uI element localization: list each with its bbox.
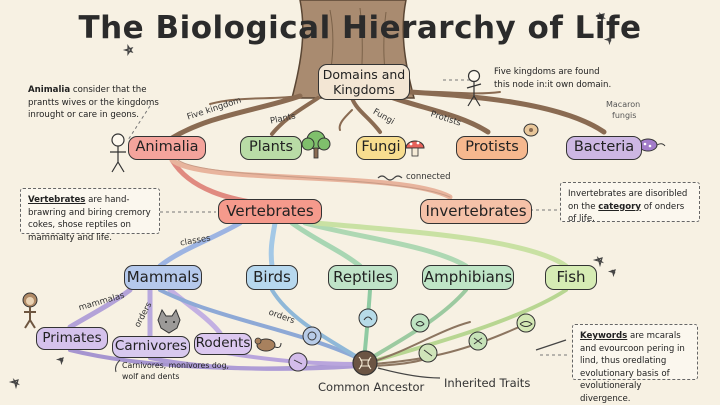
note-vertebrates: Vertebrates are hand-brawring and biring… xyxy=(20,188,160,243)
class-fish: Fish xyxy=(545,265,597,290)
inherited-traits-label: Inherited Traits xyxy=(444,376,531,390)
note-invertebrates-bold: category xyxy=(598,201,642,212)
root-line1: Domains and xyxy=(322,67,406,82)
tree-icon xyxy=(301,130,331,159)
page-title: The Biological Hierarchy of Life xyxy=(78,10,642,46)
kingdom-protists: Protists xyxy=(456,136,528,160)
note-vertebrates-text: are hand-brawring and biring cremory cok… xyxy=(28,195,151,243)
note-carnivores-text: Carnivores, monivores dog, wolf and dent… xyxy=(122,361,230,381)
note-vertebrates-bold: Vertebrates xyxy=(28,195,86,205)
monkey-icon xyxy=(22,292,38,329)
rodent-icon xyxy=(254,337,282,352)
note-invertebrates-pre: Invertebrates are disoribled on the xyxy=(568,189,688,212)
protist-icon xyxy=(523,123,539,137)
note-invertebrates-post: of onders of life. xyxy=(568,201,685,225)
kingdom-plants: Plants xyxy=(240,136,302,160)
label-macaron: Macaron xyxy=(606,100,641,109)
wolf-icon xyxy=(157,308,181,334)
kingdom-bacteria: Bacteria xyxy=(566,136,642,160)
note-kingdoms: Five kingdoms are found this node in:it … xyxy=(494,66,612,98)
note-animalia: Animalia consider that the prantts wives… xyxy=(28,84,162,124)
note-keywords-bold: Keywords xyxy=(580,331,628,341)
stick-figure-left-icon xyxy=(110,133,126,173)
stick-figure-right-icon xyxy=(466,69,482,107)
sparkles xyxy=(8,12,616,390)
note-keywords: Keywords are mcarals and evourcoon perin… xyxy=(572,324,698,404)
note-animalia-text: consider that the prantts wives or the k… xyxy=(28,85,159,120)
class-birds: Birds xyxy=(246,265,298,290)
order-primates: Primates xyxy=(36,327,108,350)
note-connectors xyxy=(127,79,570,356)
root-node: Domains and Kingdoms xyxy=(318,64,410,100)
class-mammals: Mammals xyxy=(124,265,202,290)
node-vertebrates: Vertebrates xyxy=(218,199,322,224)
class-reptiles: Reptiles xyxy=(328,265,398,290)
node-invertebrates: Invertebrates xyxy=(420,199,532,224)
label-connected: connected xyxy=(406,172,451,182)
note-carnivores: Carnivores, monivores dog, wolf and dent… xyxy=(122,360,234,388)
common-ancestor-node xyxy=(352,350,378,376)
note-kingdoms-text: Five kingdoms are found this node in:it … xyxy=(494,67,612,90)
note-keywords-text: are mcarals and evourcoon pering in lind… xyxy=(580,331,685,404)
class-amphibians: Amphibians xyxy=(422,265,514,290)
root-line2: Kingdoms xyxy=(333,82,395,97)
order-carnivores: Carnivores xyxy=(112,336,190,358)
common-ancestor-label: Common Ancestor xyxy=(318,380,425,394)
kingdom-animalia: Animalia xyxy=(128,136,206,160)
order-links xyxy=(67,287,223,339)
bacteria-icon xyxy=(638,138,666,152)
note-invertebrates: Invertebrates are disoribled on the cate… xyxy=(560,182,700,225)
class-links xyxy=(157,220,569,269)
kingdom-fungi: Fungi xyxy=(356,136,406,160)
mushroom-icon xyxy=(405,140,425,157)
note-animalia-bold: Animalia xyxy=(28,85,71,95)
inherited-arrow xyxy=(377,367,441,379)
order-rodents: Rodents xyxy=(194,333,252,355)
squiggle xyxy=(377,175,403,181)
label-fungis: fungis xyxy=(612,111,637,120)
trait-node-glyphs xyxy=(293,316,533,365)
